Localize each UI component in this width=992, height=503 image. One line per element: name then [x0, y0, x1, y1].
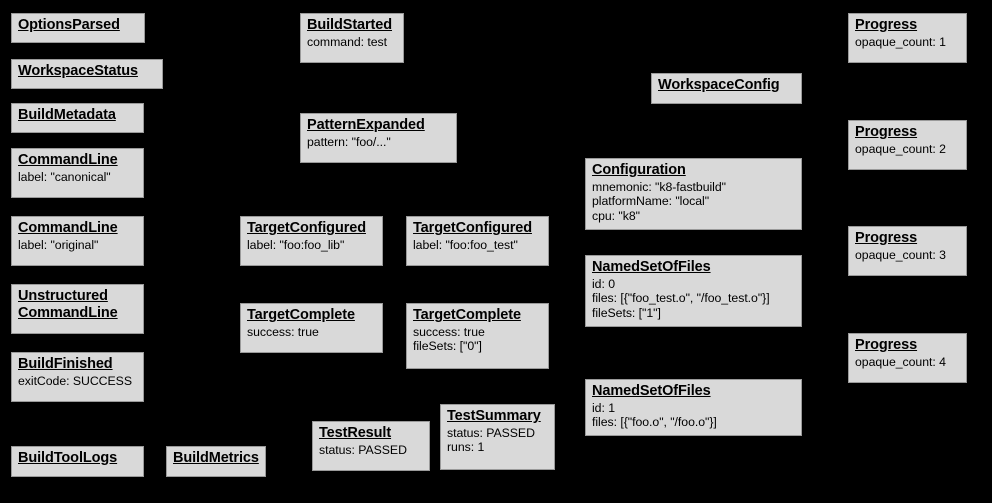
node-fields: label: "canonical": [18, 170, 137, 184]
node-build-metrics[interactable]: BuildMetrics: [166, 446, 266, 477]
node-title: NamedSetOfFiles: [592, 259, 711, 275]
node-fields: label: "original": [18, 238, 137, 252]
node-title: Progress: [855, 124, 918, 140]
node-title: BuildMetrics: [173, 450, 259, 466]
node-field: runs: 1: [447, 440, 485, 455]
node-field: status: PASSED: [319, 442, 407, 457]
node-field: pattern: "foo/...": [307, 134, 391, 149]
node-title: TestResult: [319, 425, 392, 441]
node-title: Unstructured CommandLine: [18, 288, 118, 321]
node-title: OptionsParsed: [18, 17, 120, 33]
node-field: label: "canonical": [18, 169, 111, 184]
node-field: files: [{"foo.o", "/foo.o"}]: [592, 415, 717, 430]
node-field: command: test: [307, 34, 387, 49]
node-field: fileSets: ["1"]: [592, 305, 661, 320]
node-title: Progress: [855, 230, 918, 246]
node-fields: opaque_count: 3: [855, 248, 960, 262]
node-title: CommandLine: [18, 220, 118, 236]
node-field: label: "foo:foo_lib": [247, 237, 345, 252]
node-field: id: 1: [592, 400, 615, 415]
node-unstructured-command-line[interactable]: Unstructured CommandLine: [11, 284, 144, 334]
node-field: files: [{"foo_test.o", "/foo_test.o"}]: [592, 291, 770, 306]
node-title: BuildMetadata: [18, 107, 116, 123]
node-field: opaque_count: 2: [855, 141, 946, 156]
node-field: status: PASSED: [447, 425, 535, 440]
node-fields: label: "foo:foo_lib": [247, 238, 376, 252]
node-title: PatternExpanded: [307, 117, 425, 133]
node-options-parsed[interactable]: OptionsParsed: [11, 13, 145, 43]
node-fields: opaque_count: 2: [855, 142, 960, 156]
node-field: fileSets: ["0"]: [413, 339, 482, 354]
node-fields: pattern: "foo/...": [307, 135, 450, 149]
node-fields: command: test: [307, 35, 397, 49]
node-title: BuildStarted: [307, 17, 393, 33]
node-build-metadata[interactable]: BuildMetadata: [11, 103, 144, 133]
node-title: WorkspaceStatus: [18, 63, 138, 79]
node-workspace-config[interactable]: WorkspaceConfig: [651, 73, 802, 104]
node-title: CommandLine: [18, 152, 118, 168]
node-title: BuildToolLogs: [18, 450, 118, 466]
node-field: success: true: [413, 324, 485, 339]
node-title: Progress: [855, 337, 918, 353]
node-field: opaque_count: 1: [855, 34, 946, 49]
node-field: mnemonic: "k8-fastbuild": [592, 179, 726, 194]
node-title: TargetConfigured: [413, 220, 532, 236]
node-field: label: "foo:foo_test": [413, 237, 518, 252]
node-title: TestSummary: [447, 408, 541, 424]
node-workspace-status[interactable]: WorkspaceStatus: [11, 59, 163, 89]
node-title: TargetComplete: [247, 307, 355, 323]
node-title: Progress: [855, 17, 918, 33]
node-fields: opaque_count: 1: [855, 35, 960, 49]
node-title: TargetComplete: [413, 307, 521, 323]
node-field: cpu: "k8": [592, 208, 640, 223]
node-build-tool-logs[interactable]: BuildToolLogs: [11, 446, 144, 477]
node-title: Configuration: [592, 162, 686, 178]
node-field: exitCode: SUCCESS: [18, 373, 132, 388]
node-field: id: 0: [592, 276, 615, 291]
node-field: platformName: "local": [592, 194, 710, 209]
node-title: BuildFinished: [18, 356, 113, 372]
node-fields: status: PASSED: [319, 443, 423, 457]
node-field: label: "original": [18, 237, 99, 252]
node-field: opaque_count: 4: [855, 354, 946, 369]
node-title: TargetConfigured: [247, 220, 366, 236]
node-fields: opaque_count: 4: [855, 355, 960, 369]
node-fields: label: "foo:foo_test": [413, 238, 542, 252]
node-title: NamedSetOfFiles: [592, 383, 711, 399]
node-field: opaque_count: 3: [855, 247, 946, 262]
node-fields: mnemonic: "k8-fastbuild"platformName: "l…: [592, 180, 795, 223]
node-fields: exitCode: SUCCESS: [18, 374, 137, 388]
node-fields: success: true: [247, 325, 376, 339]
node-field: success: true: [247, 324, 319, 339]
node-title: WorkspaceConfig: [658, 77, 780, 93]
